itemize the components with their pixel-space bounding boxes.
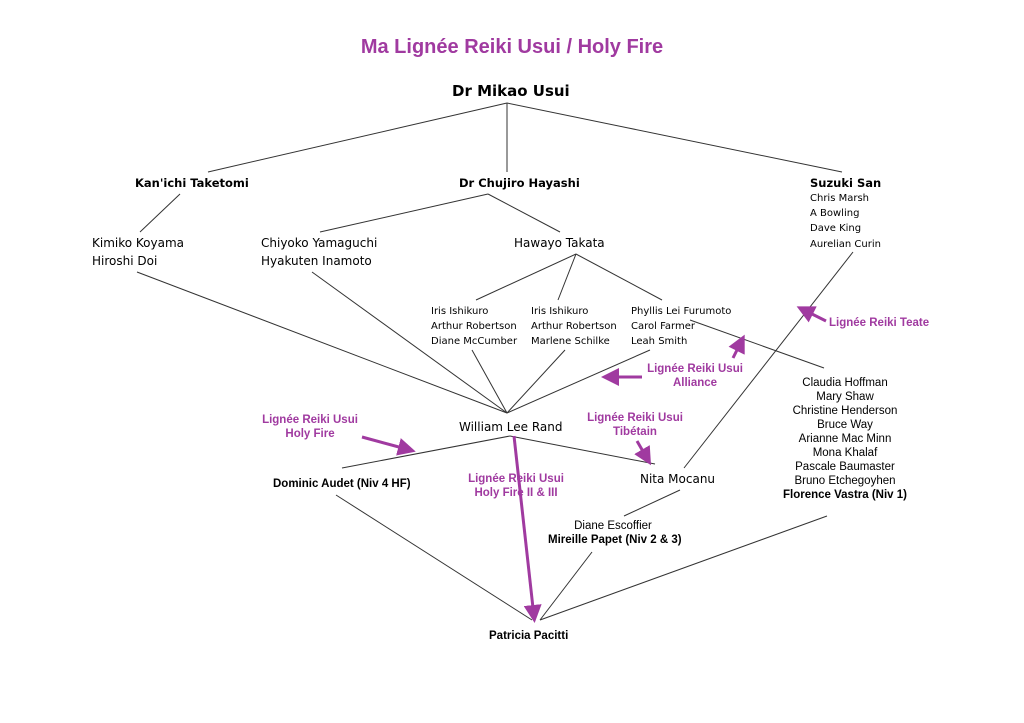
student-name: Bruce Way [817, 419, 873, 431]
takata-group-1: Iris Ishikuro Arthur Robertson Diane McC… [431, 304, 517, 349]
connector [311, 271, 508, 414]
student-name: Pascale Baumaster [795, 461, 895, 473]
student-name: Mary Shaw [816, 391, 874, 403]
connector [539, 515, 828, 621]
node-patricia: Patricia Pacitti [489, 630, 569, 642]
connector [575, 253, 663, 301]
node-taketomi: Kan'ichi Taketomi [135, 176, 249, 190]
node-hayashi: Dr Chujiro Hayashi [459, 176, 580, 190]
node-nita: Nita Mocanu [640, 472, 716, 486]
connector [341, 435, 511, 469]
student-name: Hyakuten Inamoto [261, 254, 372, 268]
student-name: Mireille Papet (Niv 2 & 3) [548, 534, 682, 546]
student-name: Diane Escoffier [574, 520, 652, 532]
takata-group-2: Iris Ishikuro Arthur Robertson Marlene S… [531, 304, 617, 349]
hayashi-students: Chiyoko Yamaguchi Hyakuten Inamoto [261, 234, 377, 270]
suzuki-student: A Bowling [810, 208, 860, 219]
connector [475, 253, 577, 301]
student-name: Iris Ishikuro [431, 306, 489, 317]
student-name: Bruno Etchegoyhen [794, 475, 896, 487]
label-tibetain: Lignée Reiki Usui Tibétain [580, 411, 690, 439]
connector [689, 319, 825, 369]
suzuki-student: Dave King [810, 223, 862, 234]
arrow-tibetain [634, 440, 652, 466]
node-usui: Dr Mikao Usui [452, 82, 570, 100]
label-alliance: Lignée Reiki Usui Alliance [640, 362, 750, 390]
node-diane-mireille: Diane Escoffier Mireille Papet (Niv 2 & … [548, 519, 682, 547]
label-holy-fire-2-3: Lignée Reiki Usui Holy Fire II & III [461, 472, 571, 500]
connector [319, 193, 489, 233]
student-name: Iris Ishikuro [531, 306, 589, 317]
student-name: Arthur Robertson [431, 321, 517, 332]
connector [207, 102, 508, 173]
connector [506, 349, 651, 414]
label-line: Lignée Reiki Usui [587, 412, 683, 424]
connector [335, 494, 533, 621]
student-name: Leah Smith [631, 336, 688, 347]
connector [506, 102, 843, 173]
student-name: Kimiko Koyama [92, 236, 185, 250]
student-name: Florence Vastra (Niv 1) [783, 489, 907, 501]
connector [487, 193, 561, 233]
node-suzuki: Suzuki San [810, 176, 882, 190]
label-teate: Lignée Reiki Teate [829, 317, 930, 329]
student-name: Christine Henderson [792, 405, 898, 417]
label-line: Lignée Reiki Usui [262, 414, 358, 426]
suzuki-student: Chris Marsh [810, 193, 870, 204]
connector [136, 271, 508, 414]
node-suzuki-group: Suzuki San Chris Marsh A Bowling Dave Ki… [810, 176, 881, 252]
takata-group-3: Phyllis Lei Furumoto Carol Farmer Leah S… [631, 304, 731, 349]
suzuki-student: Aurelian Curin [810, 239, 881, 250]
node-rand: William Lee Rand [459, 420, 563, 434]
student-name: Marlene Schilke [531, 336, 610, 347]
student-name: Chiyoko Yamaguchi [261, 236, 378, 250]
student-name: Phyllis Lei Furumoto [631, 306, 732, 317]
connector [506, 349, 566, 414]
student-name: Diane McCumber [431, 336, 518, 347]
label-line: Tibétain [613, 426, 657, 438]
label-holy-fire: Lignée Reiki Usui Holy Fire [255, 413, 365, 441]
right-group: Claudia Hoffman Mary Shaw Christine Hend… [770, 376, 920, 502]
label-line: Holy Fire II & III [474, 487, 558, 499]
label-line: Lignée Reiki Usui [468, 473, 564, 485]
connector [623, 489, 681, 517]
arrow-holy-fire-2-3 [512, 435, 542, 623]
student-name: Arianne Mac Minn [798, 433, 892, 445]
connector [683, 251, 854, 469]
arrow-holy-fire [361, 435, 416, 456]
page-title: Ma Lignée Reiki Usui / Holy Fire [360, 36, 664, 58]
student-name: Hiroshi Doi [92, 254, 158, 268]
student-name: Arthur Robertson [531, 321, 617, 332]
connector [139, 193, 181, 233]
taketomi-students: Kimiko Koyama Hiroshi Doi [92, 234, 184, 270]
student-name: Carol Farmer [631, 321, 695, 332]
connector [539, 551, 593, 621]
arrow-teate [796, 306, 827, 323]
label-line: Lignée Reiki Usui [647, 363, 743, 375]
node-dominic: Dominic Audet (Niv 4 HF) [273, 478, 411, 490]
connector [557, 253, 577, 301]
arrow-alliance-up [728, 334, 745, 359]
label-line: Alliance [672, 377, 718, 389]
student-name: Claudia Hoffman [802, 377, 888, 389]
node-takata: Hawayo Takata [514, 236, 605, 250]
label-line: Holy Fire [285, 428, 335, 440]
connector [471, 349, 508, 414]
connector [509, 435, 656, 465]
student-name: Mona Khalaf [812, 447, 878, 459]
